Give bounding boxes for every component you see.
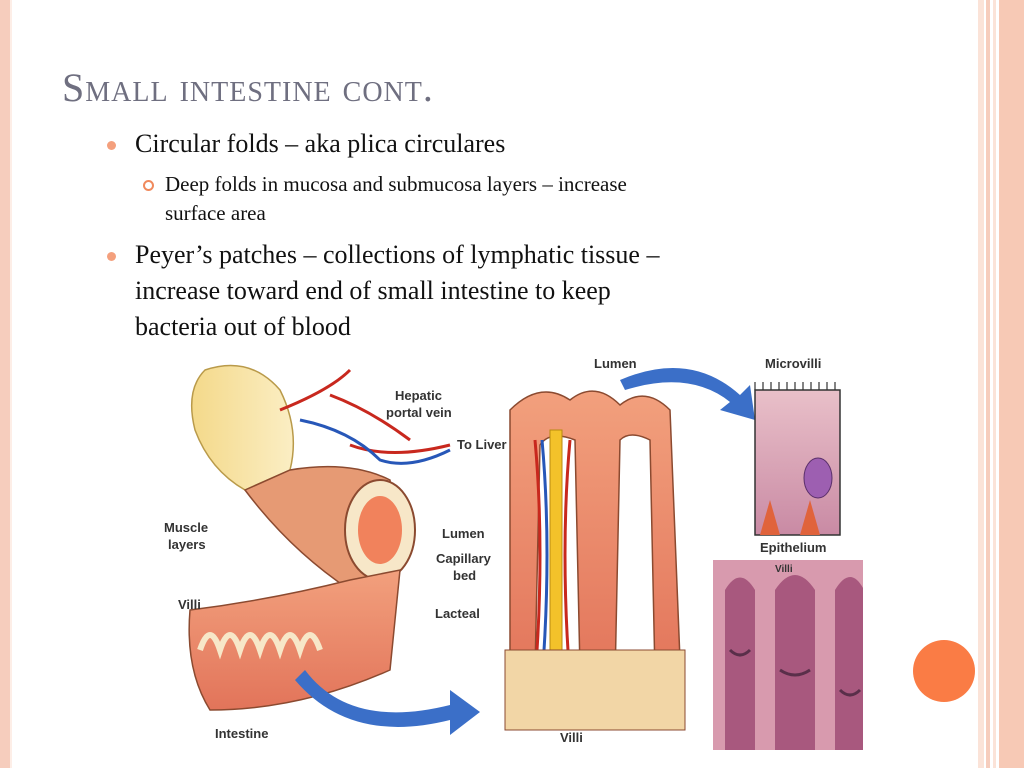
label-lacteal: Lacteal (435, 606, 480, 621)
villus-illustration (504, 390, 686, 731)
sub-bullet-marker (143, 180, 154, 191)
right-stripe (986, 0, 990, 768)
label-microvilli: Microvilli (765, 356, 821, 371)
label-lumen-top: Lumen (594, 356, 637, 371)
bullet-text-line2: increase toward end of small intestine t… (135, 276, 611, 305)
label-lumen-mid: Lumen (442, 526, 485, 541)
bullet-text-line1: Peyer’s patches – collections of lymphat… (135, 240, 660, 269)
right-stripe (999, 0, 1024, 768)
arrow-icon (620, 368, 755, 420)
label-intestine: Intestine (215, 726, 268, 741)
label-layers: layers (168, 537, 206, 552)
label-capillary: Capillary (436, 551, 492, 566)
label-to-liver: To Liver (457, 437, 507, 452)
right-stripe (978, 0, 984, 768)
decorative-circle (913, 640, 975, 702)
microvilli-illustration (754, 382, 841, 536)
label-bed: bed (453, 568, 476, 583)
label-muscle: Muscle (164, 520, 208, 535)
label-villi-bottom: Villi (560, 730, 583, 745)
label-villi-micro: Villi (775, 564, 793, 575)
sub-bullet-text-line2: surface area (165, 201, 266, 225)
bullet-marker (107, 252, 116, 261)
sub-bullet-text-line1: Deep folds in mucosa and submucosa layer… (165, 172, 627, 196)
label-epithelium: Epithelium (760, 540, 826, 555)
label-hepatic: Hepatic (395, 388, 442, 403)
label-portal-vein: portal vein (386, 405, 452, 420)
bullet-text: Circular folds – aka plica circulares (135, 129, 506, 158)
left-border (0, 0, 10, 768)
intestine-figure: Hepatic portal vein To Liver Muscle laye… (164, 356, 863, 750)
bullet-text-line3: bacteria out of blood (135, 312, 351, 341)
bullet-marker (107, 141, 116, 150)
label-villi-left: Villi (178, 597, 201, 612)
left-border-line (10, 0, 12, 768)
slide-title: Small intestine cont. (62, 65, 434, 110)
arrow-icon (295, 670, 480, 735)
right-stripe (993, 0, 996, 768)
intestine-illustration (188, 364, 451, 711)
micrograph-image (713, 560, 863, 750)
